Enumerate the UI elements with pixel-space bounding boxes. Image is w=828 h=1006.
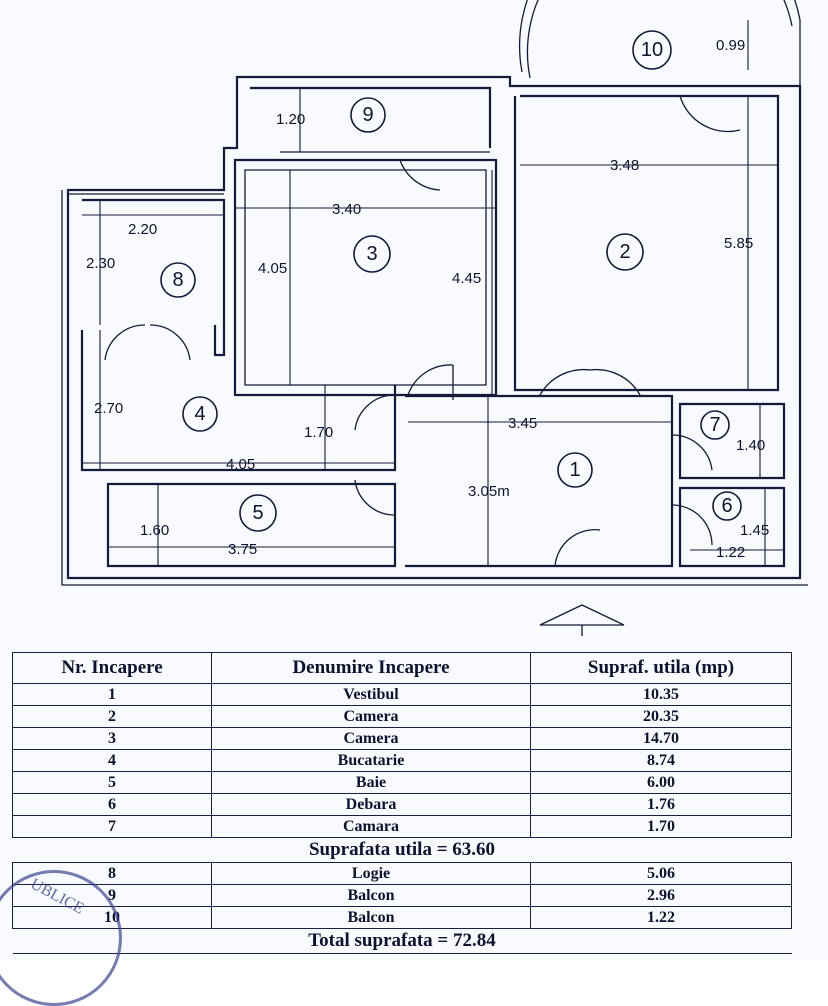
room-number: 10 bbox=[641, 39, 663, 61]
table-row: 5 Baie 6.00 bbox=[12, 771, 792, 794]
room-number: 4 bbox=[194, 403, 205, 425]
room-name: Camara bbox=[211, 815, 531, 838]
room-name: Balcon bbox=[211, 884, 531, 907]
room-area: 20.35 bbox=[530, 705, 792, 728]
dim-label: 1.20 bbox=[276, 111, 305, 128]
room-area: 1.76 bbox=[530, 793, 792, 816]
dim-label: 1.45 bbox=[740, 522, 769, 539]
room-number: 8 bbox=[172, 269, 183, 291]
table-row: 7 Camara 1.70 bbox=[12, 815, 792, 838]
dim-label: 5.85 bbox=[724, 235, 753, 252]
subtotal-row: Suprafata utila = 63.60 bbox=[12, 837, 792, 863]
table-header: Supraf. utila (mp) bbox=[530, 652, 792, 684]
room-name: Debara bbox=[211, 793, 531, 816]
door-swings bbox=[104, 0, 801, 567]
table-row: 2 Camera 20.35 bbox=[12, 705, 792, 728]
dim-label: 2.30 bbox=[86, 255, 115, 272]
floor-plan-drawing: 0.99 1.20 3.48 3.40 2.20 2.30 4.05 4.45 … bbox=[61, 0, 808, 636]
room-name: Camera bbox=[211, 705, 531, 728]
dim-label: 1.60 bbox=[140, 522, 169, 539]
room-name: Baie bbox=[211, 771, 531, 794]
room-number: 2 bbox=[619, 241, 630, 263]
subtotal-value: 63.60 bbox=[452, 839, 496, 860]
table-row: 6 Debara 1.76 bbox=[12, 793, 792, 816]
total-value: 72.84 bbox=[452, 930, 496, 951]
room-nr: 1 bbox=[12, 683, 212, 706]
table-row: 10 Balcon 1.22 bbox=[12, 906, 792, 929]
room-nr: 4 bbox=[12, 749, 212, 772]
dimension-labels: 0.99 1.20 3.48 3.40 2.20 2.30 4.05 4.45 … bbox=[86, 37, 769, 561]
room-number: 7 bbox=[709, 414, 720, 436]
room-area: 1.70 bbox=[530, 815, 792, 838]
dim-label: 4.45 bbox=[452, 270, 481, 287]
table-row: 9 Balcon 2.96 bbox=[12, 884, 792, 907]
table-row: 4 Bucatarie 8.74 bbox=[12, 749, 792, 772]
room-name: Vestibul bbox=[211, 683, 531, 706]
total-row: Total suprafata = 72.84 bbox=[12, 928, 792, 954]
dim-label: 2.20 bbox=[128, 221, 157, 238]
room-name: Bucatarie bbox=[211, 749, 531, 772]
room-number: 9 bbox=[362, 104, 373, 126]
room-nr: 6 bbox=[12, 793, 212, 816]
room-area: 1.22 bbox=[530, 906, 792, 929]
room-number: 5 bbox=[252, 502, 263, 524]
table-row: 8 Logie 5.06 bbox=[12, 862, 792, 885]
room-area: 5.06 bbox=[530, 862, 792, 885]
room-area: 2.96 bbox=[530, 884, 792, 907]
subtotal-label: Suprafata utila = bbox=[308, 839, 448, 860]
room-nr: 2 bbox=[12, 705, 212, 728]
room-area-table: Nr. Incapere Denumire Incapere Supraf. u… bbox=[12, 652, 792, 954]
table-row: 3 Camera 14.70 bbox=[12, 727, 792, 750]
room-nr: 7 bbox=[12, 815, 212, 838]
dim-label: 1.40 bbox=[736, 437, 765, 454]
room-number: 3 bbox=[366, 243, 377, 265]
dim-label: 3.48 bbox=[610, 157, 639, 174]
room-number: 6 bbox=[721, 495, 732, 517]
dim-label: 4.05 bbox=[226, 456, 255, 473]
dim-label: 0.99 bbox=[716, 37, 745, 54]
room-name: Camera bbox=[211, 727, 531, 750]
north-arrow-icon bbox=[539, 604, 625, 636]
room-nr: 5 bbox=[12, 771, 212, 794]
room-number: 1 bbox=[569, 459, 580, 481]
room-nr: 3 bbox=[12, 727, 212, 750]
dim-label: 3.40 bbox=[332, 201, 361, 218]
dim-label: 3.45 bbox=[508, 415, 537, 432]
dim-label: 1.70 bbox=[304, 424, 333, 441]
dim-label: 4.05 bbox=[258, 260, 287, 277]
walls bbox=[61, 75, 808, 586]
dim-label: 1.22 bbox=[716, 544, 745, 561]
room-markers: 1 2 3 4 5 6 7 8 9 10 bbox=[160, 30, 742, 532]
room-name: Logie bbox=[211, 862, 531, 885]
table-row: 1 Vestibul 10.35 bbox=[12, 683, 792, 706]
room-area: 8.74 bbox=[530, 749, 792, 772]
room-area: 14.70 bbox=[530, 727, 792, 750]
dimension-lines bbox=[82, 20, 784, 566]
dim-label: 3.75 bbox=[228, 541, 257, 558]
room-name: Balcon bbox=[211, 906, 531, 929]
floor-plan-sheet: 0.99 1.20 3.48 3.40 2.20 2.30 4.05 4.45 … bbox=[0, 0, 808, 1006]
table-header: Nr. Incapere bbox=[12, 652, 212, 684]
table-header: Denumire Incapere bbox=[211, 652, 531, 684]
room-area: 10.35 bbox=[530, 683, 792, 706]
dim-label: 2.70 bbox=[94, 400, 123, 417]
total-label: Total suprafata = bbox=[308, 930, 449, 951]
dim-label: 3.05m bbox=[468, 483, 510, 500]
room-area: 6.00 bbox=[530, 771, 792, 794]
